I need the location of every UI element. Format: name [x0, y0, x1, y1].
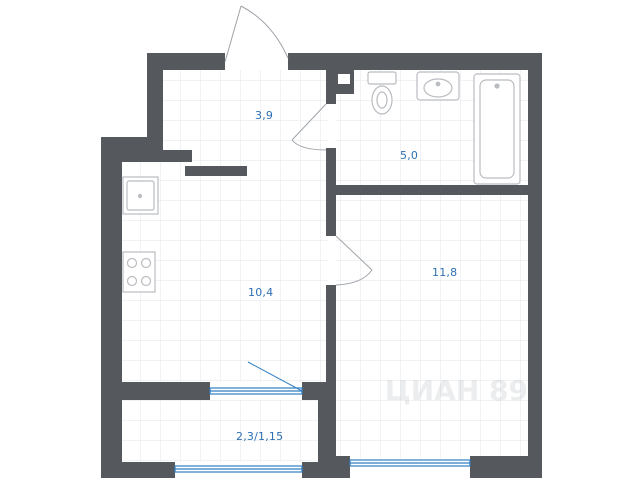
fixtures — [122, 71, 521, 293]
window-kitchen-balcony — [209, 387, 303, 395]
floor-grid — [122, 70, 528, 462]
wall-bottom-right — [470, 456, 542, 478]
wall-balcony-side — [318, 382, 336, 478]
bathtub-icon — [473, 73, 521, 185]
wall-left — [101, 137, 122, 478]
windows — [174, 387, 471, 473]
wall-bottom-left — [101, 462, 175, 478]
toilet-icon — [367, 71, 397, 115]
wall-center-mid — [326, 148, 336, 236]
wall-center-lower — [326, 285, 336, 382]
watermark-text: ЦИАН 89 — [385, 374, 528, 407]
wall-top-right — [288, 53, 541, 70]
window-bedroom — [349, 459, 471, 467]
wall-top-left — [147, 53, 225, 70]
wall-balcony-sep — [122, 382, 210, 400]
area-label-bedroom: 11,8 — [432, 266, 458, 279]
wall-bedroom-stub — [336, 456, 350, 478]
wall-kitchen-partition — [185, 166, 247, 176]
watermark: ЦИАН 89 — [385, 374, 528, 407]
wall-bath-bottom — [336, 185, 528, 195]
kitchen-sink-icon — [122, 176, 159, 215]
area-label-kitchen: 10,4 — [248, 286, 274, 299]
area-label-balcony: 2,3/1,15 — [236, 430, 284, 443]
wall-kitchen-stub — [122, 150, 192, 162]
area-label-bathroom: 5,0 — [400, 149, 419, 162]
wall-center-upper — [326, 70, 336, 104]
door-balcony — [247, 361, 303, 392]
stove-icon — [122, 251, 156, 293]
door-bedroom — [335, 235, 373, 286]
doors — [224, 5, 373, 392]
wall-left-upper — [147, 53, 163, 139]
area-label-hallway: 3,9 — [255, 109, 274, 122]
door-bathroom — [291, 103, 327, 151]
window-balcony — [174, 465, 303, 473]
sink-icon — [416, 71, 460, 101]
walls — [101, 53, 542, 478]
door-entrance — [224, 5, 289, 63]
wall-right — [528, 53, 542, 478]
